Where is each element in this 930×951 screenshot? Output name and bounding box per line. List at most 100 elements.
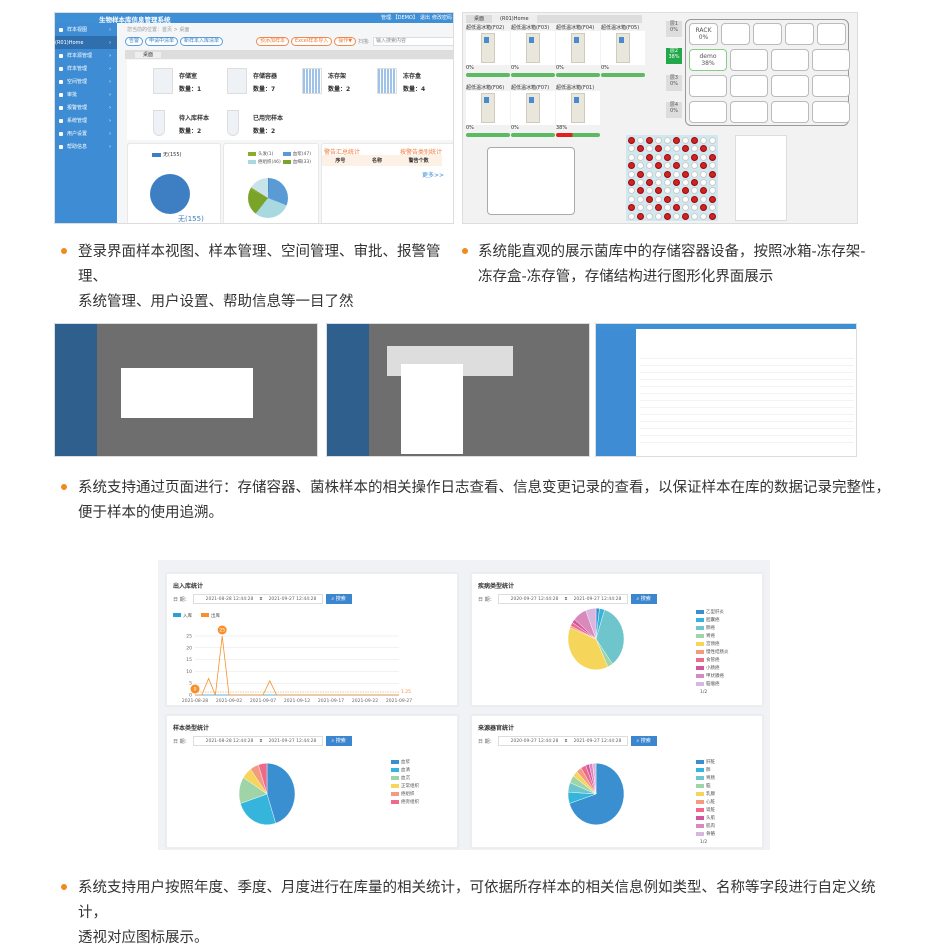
legend-item[interactable]: 肺 bbox=[696, 766, 715, 774]
tube-slot[interactable] bbox=[664, 162, 671, 170]
tube-slot[interactable] bbox=[700, 145, 707, 153]
tube-slot[interactable] bbox=[628, 212, 635, 220]
tube-slot[interactable] bbox=[691, 137, 698, 144]
pie-slice[interactable] bbox=[567, 627, 609, 670]
tube-slot[interactable] bbox=[628, 187, 635, 195]
search-button[interactable]: ⌕ 搜索 bbox=[325, 736, 352, 746]
tube-slot[interactable] bbox=[637, 187, 644, 195]
tube-slot[interactable] bbox=[637, 195, 644, 203]
tube-slot[interactable] bbox=[664, 137, 671, 144]
tube-slot[interactable] bbox=[691, 204, 698, 212]
toolbar-button[interactable]: 预添加样本 bbox=[256, 37, 290, 46]
legend-item[interactable]: 胆囊癌 bbox=[696, 616, 729, 624]
toolbar-button[interactable]: 告警 bbox=[125, 37, 144, 46]
tube-slot[interactable] bbox=[682, 153, 689, 161]
tube-slot[interactable] bbox=[709, 204, 716, 212]
tube-slot[interactable] bbox=[700, 137, 707, 144]
tube-slot[interactable] bbox=[637, 170, 644, 178]
tube-slot[interactable] bbox=[655, 212, 662, 220]
tube-slot[interactable] bbox=[646, 187, 653, 195]
tube-slot[interactable] bbox=[709, 195, 716, 203]
legend-item[interactable]: 正常组织 bbox=[391, 782, 419, 790]
tube-slot[interactable] bbox=[682, 162, 689, 170]
date-range-input[interactable]: 2020-09-27 12:44:28⧗2021-09-27 12:44:28 bbox=[497, 736, 628, 746]
legend-item[interactable]: 肝脏 bbox=[696, 758, 715, 766]
legend-pager[interactable]: 1/2 bbox=[696, 688, 729, 696]
rack-cell[interactable] bbox=[730, 49, 768, 71]
date-range-input[interactable]: 2021-08-28 12:44:28⧗2021-09-27 12:44:28 bbox=[192, 594, 323, 604]
rack-cell[interactable] bbox=[689, 75, 727, 97]
tube-slot[interactable] bbox=[637, 212, 644, 220]
tube-slot[interactable] bbox=[628, 162, 635, 170]
fridge-item[interactable]: 超低温冰箱(F01)38% bbox=[556, 85, 600, 137]
tube-slot[interactable] bbox=[682, 137, 689, 144]
legend-item[interactable]: 胃肠 bbox=[696, 774, 715, 782]
tube-slot[interactable] bbox=[664, 170, 671, 178]
tube-slot[interactable] bbox=[691, 162, 698, 170]
rack-cell[interactable] bbox=[785, 23, 814, 45]
legend-item[interactable]: 血沉 bbox=[391, 774, 419, 782]
tube-slot[interactable] bbox=[709, 179, 716, 186]
tube-slot[interactable] bbox=[664, 204, 671, 212]
tube-slot[interactable] bbox=[655, 170, 662, 178]
legend-item[interactable]: 骨骼 bbox=[696, 830, 715, 838]
fridge-item[interactable]: 超低温冰箱(F02)0% bbox=[466, 25, 510, 77]
tube-slot[interactable] bbox=[700, 153, 707, 161]
search-button[interactable]: ⌕ 搜索 bbox=[630, 594, 657, 604]
tube-slot[interactable] bbox=[637, 137, 644, 144]
tube-slot[interactable] bbox=[637, 204, 644, 212]
tube-slot[interactable] bbox=[646, 162, 653, 170]
pie-slice[interactable] bbox=[569, 762, 625, 825]
tube-slot[interactable] bbox=[628, 145, 635, 153]
pie-slice[interactable] bbox=[585, 607, 597, 640]
legend-item[interactable]: 血清 bbox=[391, 766, 419, 774]
tube-slot[interactable] bbox=[646, 153, 653, 161]
tube-slot[interactable] bbox=[673, 137, 680, 144]
tube-slot[interactable] bbox=[682, 145, 689, 153]
tube-slot[interactable] bbox=[709, 162, 716, 170]
tube-slot[interactable] bbox=[664, 179, 671, 186]
legend-item[interactable]: 头肌 bbox=[696, 814, 715, 822]
tube-slot[interactable] bbox=[709, 212, 716, 220]
fridge-item[interactable]: 超低温冰箱(F04)0% bbox=[556, 25, 600, 77]
sidebar-item[interactable]: 样本视图› bbox=[55, 23, 117, 36]
search-input[interactable]: 输入搜索内容 bbox=[373, 37, 453, 46]
tube-slot[interactable] bbox=[664, 153, 671, 161]
tube-slot[interactable] bbox=[646, 195, 653, 203]
legend-item[interactable]: 胃癌 bbox=[696, 632, 729, 640]
sidebar-item[interactable]: 空间管理› bbox=[55, 75, 117, 88]
tube-slot[interactable] bbox=[628, 204, 635, 212]
tube-slot[interactable] bbox=[709, 145, 716, 153]
sidebar-item[interactable]: 系统管理› bbox=[55, 114, 117, 127]
legend-pager[interactable]: 1/2 bbox=[696, 838, 715, 846]
tube-slot[interactable] bbox=[691, 170, 698, 178]
legend-item[interactable]: 肾脏 bbox=[696, 806, 715, 814]
tube-slot[interactable] bbox=[700, 204, 707, 212]
legend-item[interactable]: 癌组织 bbox=[391, 790, 419, 798]
legend-item[interactable]: 乙型肝炎 bbox=[696, 608, 729, 616]
rack-cell[interactable] bbox=[771, 49, 809, 71]
tube-slot[interactable] bbox=[673, 145, 680, 153]
legend-item[interactable]: 食管癌 bbox=[696, 656, 729, 664]
pie-slice[interactable] bbox=[240, 793, 276, 825]
search-button[interactable]: ⌕ 搜索 bbox=[325, 594, 352, 604]
tube-slot[interactable] bbox=[655, 137, 662, 144]
tube-slot[interactable] bbox=[673, 179, 680, 186]
rack-cell[interactable] bbox=[730, 101, 768, 123]
rack-cell[interactable] bbox=[812, 101, 850, 123]
tube-slot[interactable] bbox=[691, 187, 698, 195]
sidebar-item[interactable]: 审批› bbox=[55, 88, 117, 101]
tube-slot[interactable] bbox=[646, 137, 653, 144]
pie-slice[interactable] bbox=[266, 762, 296, 824]
sidebar-item[interactable]: 帮助信息› bbox=[55, 140, 117, 153]
tube-slot[interactable] bbox=[655, 187, 662, 195]
fridge-item[interactable]: 超低温冰箱(F05)0% bbox=[601, 25, 645, 77]
tab[interactable]: (R01)Home bbox=[492, 15, 537, 23]
tube-slot[interactable] bbox=[646, 145, 653, 153]
sidebar-item[interactable]: 用户设置› bbox=[55, 127, 117, 140]
tube-slot[interactable] bbox=[691, 195, 698, 203]
